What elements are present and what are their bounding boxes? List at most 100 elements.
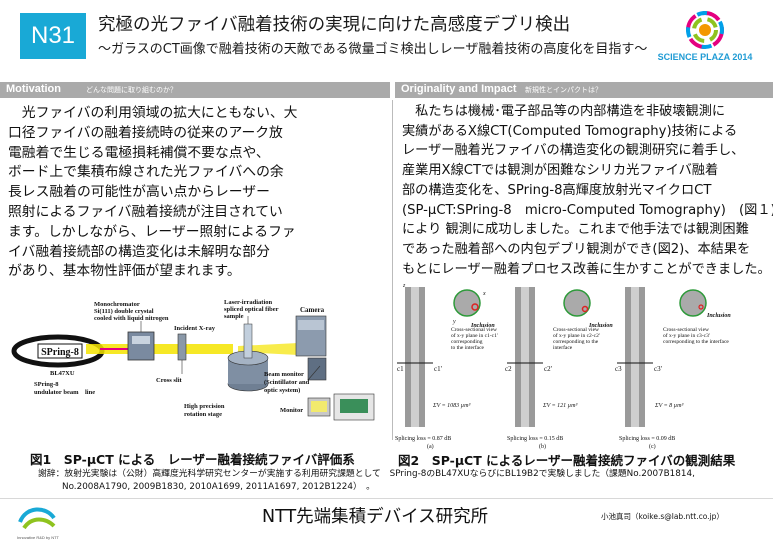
panel-b-desc-1: Cross-sectional view xyxy=(553,327,599,333)
inclusion-label-a: Inclusion xyxy=(470,323,495,329)
originality-line: 部の構造変化を、SPring-8高輝度放射光マイクロCT xyxy=(402,182,712,198)
panel-b-desc-4: interface xyxy=(553,344,573,351)
acknowledgement: 謝辞：放射光実験は（公財）高輝度光科学研究センターが実施する利用研究課題として … xyxy=(38,468,695,494)
originality-line: もとにレーザー融着プロセス改善に生かすことができました。 xyxy=(402,261,771,277)
figure1-diagram: SPring-8 Monochromator Si(111) double cr… xyxy=(8,296,388,448)
motivation-line: ます。しかしながら、レーザー照射によるファ xyxy=(8,223,296,240)
panel-a-c-label: c1 xyxy=(397,365,404,373)
scintillator-label: (Scintillator and xyxy=(264,379,310,386)
panel-c-desc-3: corresponding to the interface xyxy=(663,338,729,345)
figure1-caption: 図1 SP-µCT による レーザー融着接続ファイバ評価系 xyxy=(30,452,355,467)
motivation-heading: Motivation xyxy=(6,83,61,95)
stage-label-2: rotation stage xyxy=(184,411,222,418)
motivation-line: ボード上で集積布線された光ファイバへの余 xyxy=(8,164,284,181)
logo-text: SCIENCE PLAZA 2014 xyxy=(657,52,753,62)
panel-b-desc-2: of x-y plane in c2-c2' xyxy=(553,332,600,339)
organization-name: NTT先端集積デバイス研究所 xyxy=(262,507,489,527)
cooled-label: cooled with liquid nitrogen xyxy=(94,315,169,322)
contact-info: 小池真司（koike.s@lab.ntt.co.jp） xyxy=(601,512,724,521)
motivation-line: 電融着で生じる電極損耗補償不要な点や、 xyxy=(8,144,270,161)
panel-c-loss: Splicing loss = 0.09 dB xyxy=(619,436,675,442)
camera-label: Camera xyxy=(300,306,325,314)
beam-monitor-label: Beam monitor xyxy=(264,371,304,378)
laser-sample-label-1: Laser-irradiation xyxy=(224,299,273,306)
axis-z-label-a: z xyxy=(402,283,406,289)
acknowledgement-line: 謝辞：放射光実験は（公財）高輝度光科学研究センターが実施する利用研究課題として … xyxy=(38,469,695,479)
undulator-label: undulator beam line xyxy=(34,389,95,396)
page-title: 究極の光ファイバ融着技術の実現に向けた高感度デブリ検出 xyxy=(98,15,571,35)
originality-line: 私たちは機械･電子部品等の内部構造を非破壊観測に xyxy=(402,104,726,119)
inclusion-label-b: Inclusion xyxy=(588,323,613,329)
page-subtitle: ～ガラスのCT画像で融着技術の天敵である微量ゴミ検出しレーザ融着技術の高度化を目… xyxy=(98,42,648,57)
motivation-line: イバ融着接続部の構造変化は未解明な部分 xyxy=(8,243,270,260)
panel-b-sublabel: (b) xyxy=(539,443,546,450)
ct-panel-b: c2 c2' Inclusion Cross-sectional view of… xyxy=(505,287,613,450)
originality-line: 実績があるX線CT(Computed Tomography)技術による xyxy=(402,123,738,139)
beamline-label: BL47XU xyxy=(50,370,75,377)
x-ray-beam xyxy=(86,344,233,354)
panel-a-desc-3: corresponding xyxy=(451,339,483,345)
panel-b-volume: ΣV = 121 µm³ xyxy=(542,403,577,409)
panel-a-volume: ΣV = 1083 µm³ xyxy=(432,403,470,409)
originality-line: により 観測に成功しました。これまで他手法では観測困難 xyxy=(402,222,749,238)
header: N31 究極の光ファイバ融着技術の実現に向けた高感度デブリ検出 ～ガラスのCT画… xyxy=(0,0,773,78)
laser-sample-label-3: sample xyxy=(224,313,244,320)
panel-c-c-label: c3 xyxy=(615,365,622,373)
figure2-ct-images: c1 c1' Inclusion Cross-sectional view of… xyxy=(393,283,771,451)
inclusion-label-c: Inclusion xyxy=(706,313,731,319)
panel-c-desc-2: of x-y plane in c3-c3' xyxy=(663,332,710,339)
figure2-caption: 図2 SP-µCT によるレーザー融着接続ファイバの観測結果 xyxy=(398,453,736,468)
originality-line: であった融着部への内包デブリ観測ができ(図2)、本結果を xyxy=(402,241,751,257)
motivation-body: 光ファイバの利用領域の拡大にともない、大 口径ファイバの融着接続時の従来のアーク… xyxy=(8,104,388,282)
originality-subheading: 新規性とインパクトは？ xyxy=(525,86,602,94)
panel-b-c-prime-label: c2' xyxy=(544,365,552,373)
motivation-line: 照射によるファイバ融着接続が注目されてい xyxy=(8,203,283,220)
panel-c-volume: ΣV = 8 µm³ xyxy=(654,403,683,409)
spring8-ring-label: SPring-8 xyxy=(41,347,79,358)
originality-body: 私たちは機械･電子部品等の内部構造を非破壊観測に 実績があるX線CT(Compu… xyxy=(402,102,773,279)
panel-a-sublabel: (a) xyxy=(427,443,434,450)
ntt-logo-icon: Innovative R&D by NTT xyxy=(17,507,60,540)
acknowledgement-line: No.2008A1790, 2009B1830, 2010A1699, 2011… xyxy=(62,482,375,492)
panel-b-loss: Splicing loss = 0.15 dB xyxy=(507,436,563,442)
panel-a-c-prime-label: c1' xyxy=(434,365,442,373)
incident-xray-label: Incident X-ray xyxy=(174,325,216,332)
panel-a-desc-2: of x-y plane in c1-c1' xyxy=(451,332,498,339)
panel-b-desc-3: corresponding to the xyxy=(553,339,599,345)
panel-c-desc-1: Cross-sectional view xyxy=(663,327,709,333)
motivation-line: 長レス融着の可能性が高い点からレーザー xyxy=(8,184,270,201)
motivation-line: があり、基本物性評価が望まれます。 xyxy=(8,263,241,280)
motivation-line: 口径ファイバの融着接続時の従来のアーク放 xyxy=(8,124,283,141)
poster-number-badge: N31 xyxy=(20,13,86,59)
panel-c-sublabel: (c) xyxy=(649,443,656,450)
cross-slit xyxy=(177,333,187,361)
motivation-heading-bar: Motivation どんな問題に取り組むのか？ xyxy=(0,82,390,98)
motivation-subheading: どんな問題に取り組むのか？ xyxy=(86,86,177,94)
ct-panel-c: c3 c3' Inclusion Cross-sectional view of… xyxy=(615,287,731,450)
panel-a-loss: Splicing loss = 0.87 dB xyxy=(395,436,451,442)
axis-y-label-a: y xyxy=(452,319,456,325)
panel-a-desc-1: Cross-sectional view xyxy=(451,327,497,333)
laser-sample-label-2: spliced optical fiber xyxy=(224,306,279,313)
motivation-line: 光ファイバの利用領域の拡大にともない、大 xyxy=(8,105,298,121)
ntt-tagline: Innovative R&D by NTT xyxy=(17,535,60,540)
science-plaza-emblem-icon xyxy=(686,11,724,49)
originality-line: 産業用X線CTでは観測が困難なシリカ光ファイバ融着 xyxy=(402,163,719,179)
column-divider xyxy=(392,100,393,440)
panel-a-desc-4: to the interface xyxy=(451,344,485,351)
stage-label-1: High precision xyxy=(184,403,225,410)
cross-slit-label: Cross slit xyxy=(156,377,183,384)
science-plaza-logo: SCIENCE PLAZA 2014 xyxy=(655,8,755,72)
originality-heading: Originality and Impact xyxy=(401,83,517,95)
optic-system-label: optic system) xyxy=(264,387,300,394)
axis-x-label-a: x xyxy=(482,291,486,297)
ct-panel-a: c1 c1' Inclusion Cross-sectional view of… xyxy=(395,287,498,450)
originality-line: レーザー融着光ファイバの構造変化の観測研究に着手し、 xyxy=(402,143,745,159)
monitor-label: Monitor xyxy=(280,407,303,414)
si-label: Si(111) double crystal xyxy=(94,308,154,315)
spring8-undulator-label: SPring-8 xyxy=(34,381,59,388)
monochromator-label: Monochromator xyxy=(94,301,140,308)
originality-line: (SP-µCT:SPring-8 micro-Computed Tomograp… xyxy=(402,202,773,218)
originality-heading-bar: Originality and Impact 新規性とインパクトは？ xyxy=(395,82,773,98)
footer xyxy=(0,498,773,548)
